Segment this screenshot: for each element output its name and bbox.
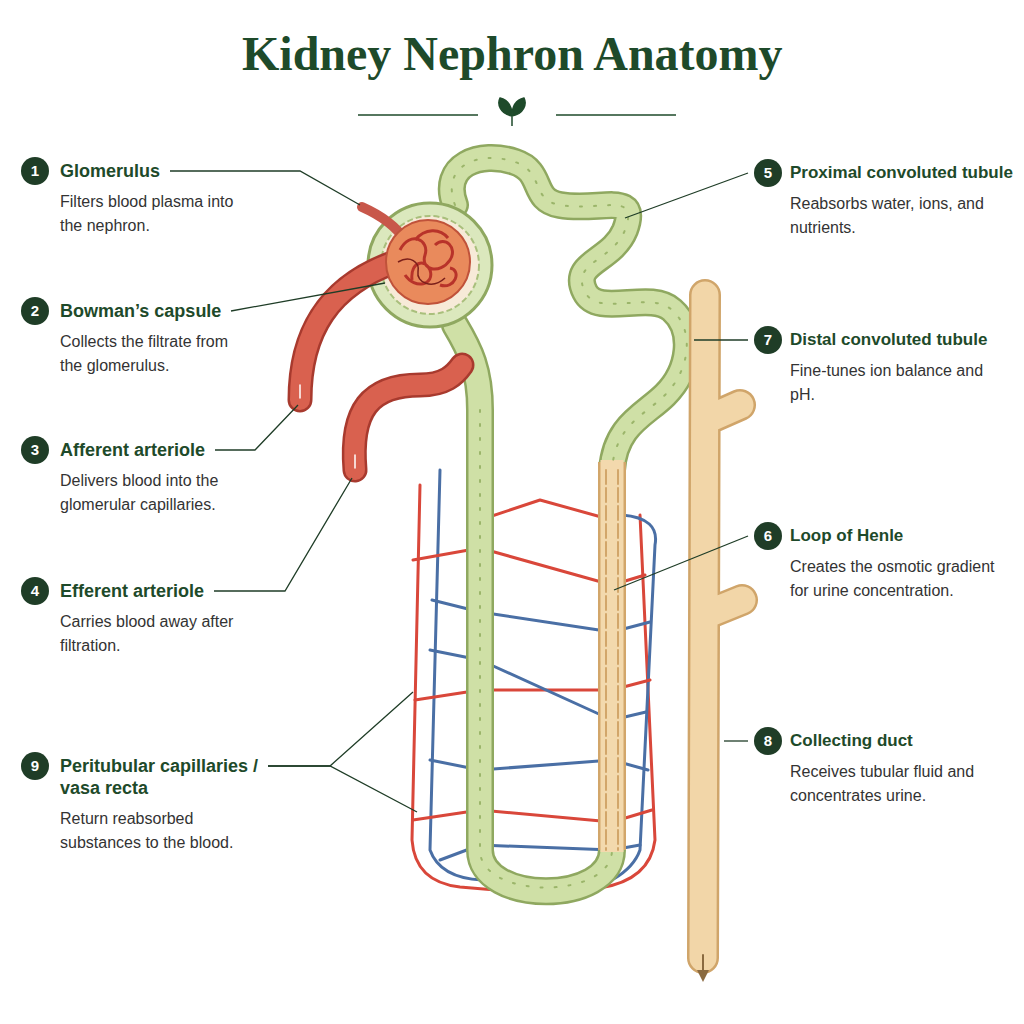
capillary-network: [480, 500, 612, 520]
renal-tubule: [601, 460, 624, 852]
arterioles: [300, 262, 395, 400]
callout-number: 6: [754, 522, 782, 550]
callout-number: 7: [754, 326, 782, 354]
renal-tubule: [452, 158, 687, 470]
part-name: Bowman’s capsule: [60, 300, 221, 322]
part-description: Reabsorbs water, ions, and nutrients.: [790, 192, 1010, 240]
part-name: Proximal convoluted tubule: [790, 162, 1013, 184]
arterioles: [354, 365, 462, 470]
part-description: Return reabsorbed substances to the bloo…: [60, 807, 250, 855]
callout-number: 1: [21, 157, 49, 185]
leader-line: [214, 478, 352, 591]
part-description: Fine-tunes ion balance and pH.: [790, 359, 1010, 407]
leader-line: [268, 692, 413, 766]
leader-line: [215, 405, 298, 450]
part-description: Filters blood plasma into the nephron.: [60, 190, 250, 238]
glomerulus: [386, 220, 470, 304]
callout-number: 4: [21, 577, 49, 605]
part-description: Receives tubular fluid and concentrates …: [790, 760, 1010, 808]
callout-number: 3: [21, 436, 49, 464]
leader-line: [625, 173, 748, 218]
part-description: Creates the osmotic gradient for urine c…: [790, 555, 1010, 603]
leader-line: [724, 740, 748, 741]
collecting-duct: [697, 295, 742, 982]
callout-number: 8: [754, 727, 782, 755]
leader-line: [170, 171, 748, 812]
glomerulus: [398, 259, 445, 284]
leader-line: [268, 766, 417, 812]
part-name: Peritubular capillaries / vasa recta: [60, 755, 275, 799]
glomerulus: [400, 231, 456, 286]
arterioles: [300, 262, 395, 400]
part-description: Delivers blood into the glomerular capil…: [60, 469, 250, 517]
part-name: Loop of Henle: [790, 525, 903, 547]
renal-tubule: [455, 325, 612, 891]
arterioles: [354, 365, 462, 470]
glomerulus: [386, 220, 470, 304]
title-ornament: [358, 114, 478, 116]
title-ornament: [358, 98, 676, 126]
callout-number: 5: [754, 159, 782, 187]
leader-line: [694, 339, 748, 340]
part-name: Afferent arteriole: [60, 439, 205, 461]
collecting-duct: [703, 295, 742, 958]
collecting-duct: [703, 295, 742, 958]
callout-number: 9: [21, 752, 49, 780]
part-name: Glomerulus: [60, 160, 160, 182]
leader-line: [231, 283, 385, 311]
part-name: Collecting duct: [790, 730, 913, 752]
collecting-duct: [697, 970, 709, 982]
part-name: Distal convoluted tubule: [790, 329, 987, 351]
callout-number: 2: [21, 297, 49, 325]
leader-line: [614, 536, 748, 590]
title-ornament: [556, 114, 676, 116]
title: Kidney Nephron Anatomy: [242, 26, 783, 82]
arterioles: [300, 385, 355, 468]
part-description: Carries blood away after filtration.: [60, 610, 250, 658]
renal-tubule: [606, 470, 618, 850]
part-name: Efferent arteriole: [60, 580, 204, 602]
renal-tubule: [455, 325, 612, 891]
part-description: Collects the filtrate from the glomerulu…: [60, 330, 250, 378]
title-ornament: [499, 98, 525, 126]
renal-tubule: [480, 410, 612, 888]
capillary-network: [540, 515, 655, 893]
